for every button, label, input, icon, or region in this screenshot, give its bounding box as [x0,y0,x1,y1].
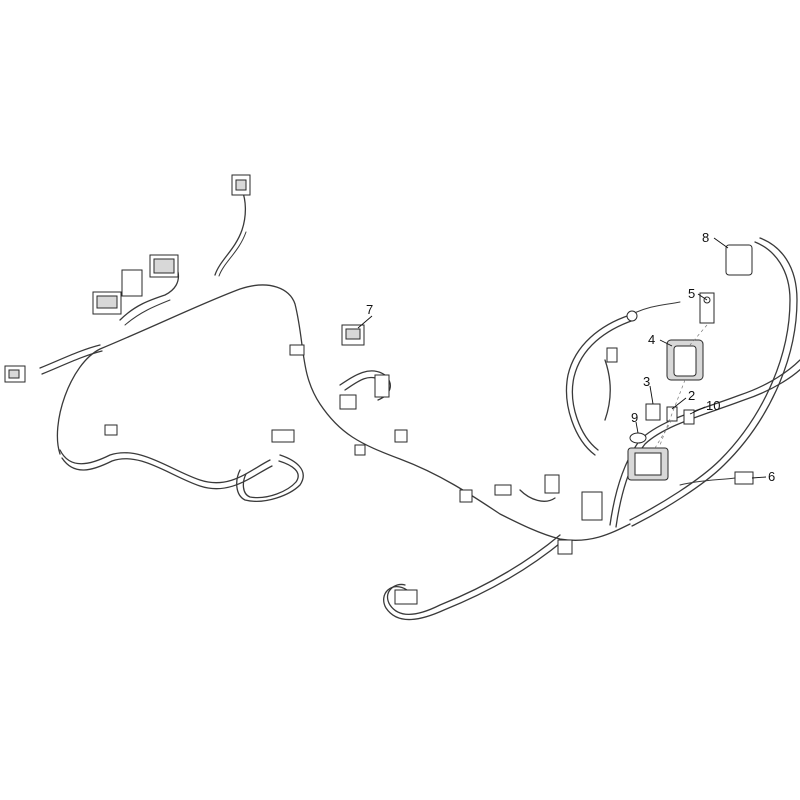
leader-4 [659,339,673,347]
connector-mid-4 [544,474,560,494]
callout-2: 2 [688,388,695,403]
callout-6: 6 [768,469,775,484]
connector-mid-5 [581,491,603,521]
clip-2 [104,424,118,436]
callout-7: 7 [366,302,373,317]
connector-mid-left [271,429,295,443]
connector-top-detail [235,179,247,191]
callout-3: 3 [643,374,650,389]
callout-9: 9 [631,410,638,425]
clip-4 [354,444,366,456]
connector-mid-3 [494,484,512,496]
leader-3 [649,385,654,405]
callouts: 7 8 5 4 3 2 10 9 6 1 [357,230,775,484]
fuse-box-face [634,452,662,476]
connector-mid-1 [374,374,390,398]
connectors [4,174,754,605]
callout-4: 4 [648,332,655,347]
guide-line-5 [689,324,708,346]
leader-8 [713,237,729,249]
fuse-10 [683,409,695,425]
component-8 [725,244,753,276]
connector-mid-2 [339,394,357,410]
connector-bottom-left [394,589,418,605]
grommet-9 [629,432,647,444]
leader-9 [635,421,639,434]
connector-cluster-2 [121,269,143,297]
connector-cluster-3-detail [96,295,118,309]
clip-6 [557,539,573,555]
connector-right-top [606,347,618,363]
clip-3 [394,429,408,443]
connector-left-detail [8,369,20,379]
ring-terminal [626,310,638,322]
main-harness [39,189,800,621]
leader-5 [697,293,708,301]
leader-2 [671,397,687,410]
connector-cluster-1-detail [153,258,175,274]
leader-10 [689,406,706,415]
relay-7-detail [345,328,361,340]
callout-5: 5 [688,286,695,301]
clip-1 [289,344,305,356]
bracket-5 [699,292,715,324]
leader-6 [751,476,767,479]
connector-6 [734,471,754,485]
relay-3 [645,403,661,421]
leader-7 [357,315,373,329]
clip-5 [459,489,473,503]
callout-10: 10 [706,398,720,413]
component-4-face [673,345,697,377]
callout-8: 8 [702,230,709,245]
